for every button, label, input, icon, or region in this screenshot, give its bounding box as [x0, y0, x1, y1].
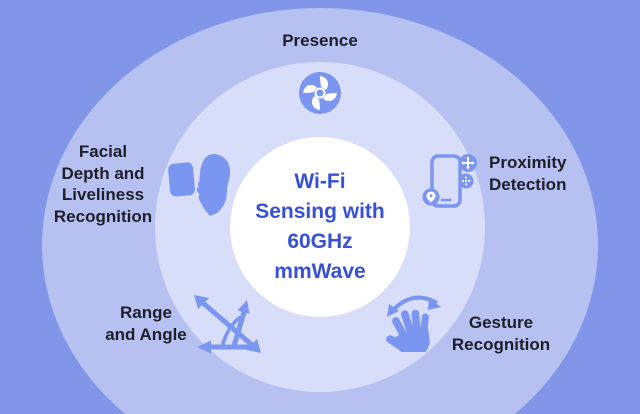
phone-proximity-icon	[422, 154, 477, 208]
center-circle: Wi-Fi Sensing with 60GHz mmWave	[230, 137, 410, 317]
center-title-line3: 60GHz	[287, 230, 353, 253]
center-title-line1: Wi-Fi	[294, 170, 346, 193]
presence-label: Presence	[282, 31, 358, 50]
center-title-line2: Sensing with	[255, 200, 385, 223]
range-angle-label: Range and Angle	[105, 303, 187, 344]
fan-icon	[299, 72, 341, 114]
face-profile-icon	[168, 154, 231, 216]
gesture-label: Gesture Recognition	[451, 313, 551, 354]
facial-label: Facial Depth and Liveliness Recognition	[53, 142, 153, 226]
center-title: Wi-Fi Sensing with 60GHz mmWave	[255, 167, 385, 287]
proximity-label: Proximity Detection	[489, 153, 567, 194]
center-title-line4: mmWave	[274, 260, 366, 283]
hand-swipe-icon	[386, 295, 441, 352]
arrows-angle-icon	[194, 295, 261, 354]
